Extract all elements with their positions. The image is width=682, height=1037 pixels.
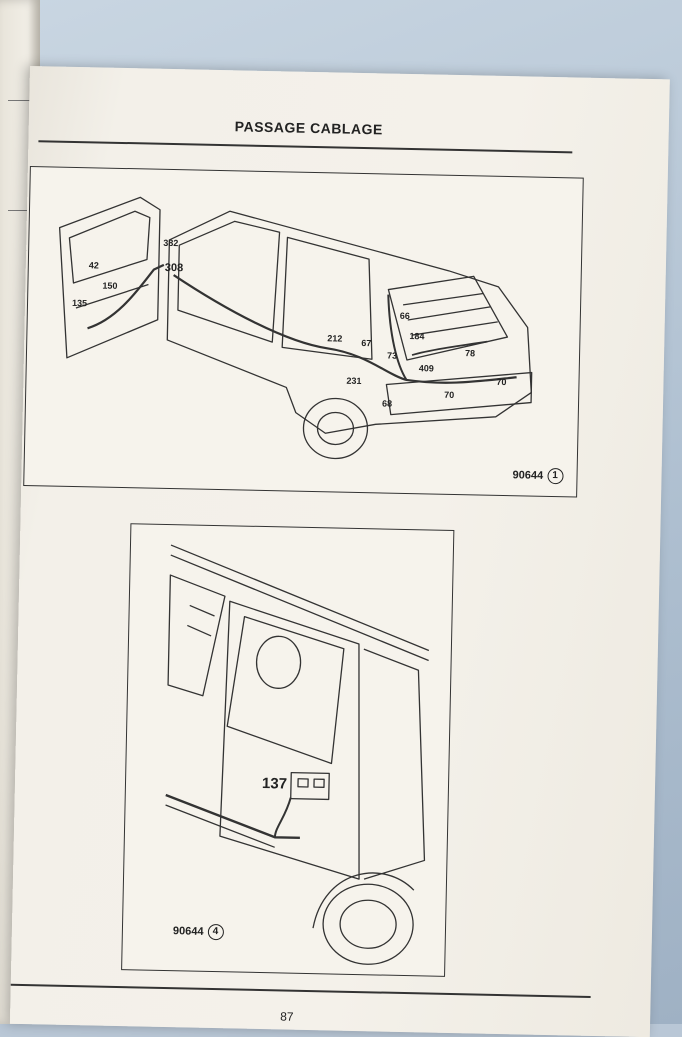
figure-1-box: 382 308 42 150 135 66 212 67 184 73 78 4…: [23, 166, 584, 498]
figure-1-reference: 90644 1: [512, 467, 564, 485]
callout-78: 78: [464, 348, 476, 359]
figure-2-ref-circle: 4: [207, 923, 224, 941]
callout-68: 68: [381, 398, 393, 409]
callout-231: 231: [346, 375, 362, 387]
figure-2-ref-number: 90644: [172, 925, 204, 938]
callout-212: 212: [327, 333, 343, 344]
callout-308: 308: [164, 261, 184, 275]
figure-2-reference: 90644 4: [172, 923, 224, 941]
figure-2-drawing: [165, 544, 430, 965]
callout-66: 66: [399, 310, 410, 322]
callout-135: 135: [71, 297, 88, 309]
callout-42: 42: [88, 260, 99, 271]
callout-137: 137: [261, 775, 288, 793]
footer-rule: [10, 983, 591, 998]
callout-409: 409: [418, 363, 434, 374]
page-number: 87: [280, 1009, 294, 1024]
figure-1-ref-circle: 1: [546, 467, 564, 485]
callout-70b: 70: [496, 376, 507, 388]
callout-70a: 70: [444, 389, 455, 400]
figure-2-box: 137 90644 4: [121, 523, 455, 977]
figure-1-drawing: [58, 196, 533, 460]
callout-73: 73: [386, 350, 398, 361]
manual-page: PASSAGE CABLAGE: [9, 66, 670, 1037]
callout-382: 382: [163, 237, 179, 249]
callout-67: 67: [361, 337, 372, 349]
title-rule: [38, 140, 573, 154]
callout-150: 150: [102, 280, 118, 291]
callout-184: 184: [409, 331, 425, 342]
page-title: PASSAGE CABLAGE: [234, 118, 383, 138]
figure-1-ref-number: 90644: [512, 469, 544, 482]
